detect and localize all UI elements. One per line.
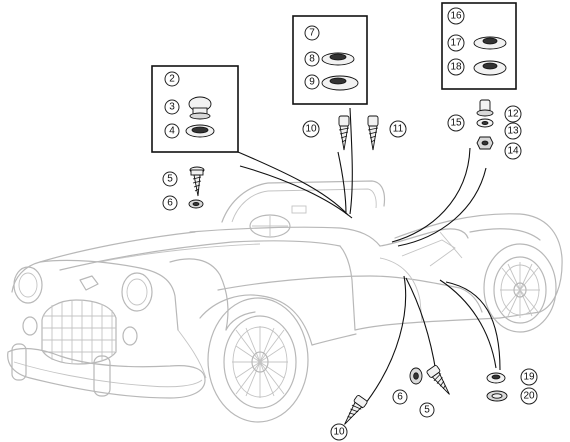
callout-12: 12 — [504, 105, 522, 123]
svg-text:13: 13 — [507, 126, 519, 137]
svg-text:16: 16 — [450, 11, 462, 22]
callout-18: 18 — [447, 58, 465, 76]
screw-part-11 — [367, 115, 379, 151]
callout-11: 11 — [389, 120, 407, 138]
parts-box-7-9 — [292, 15, 368, 105]
callout-8: 8 — [304, 51, 320, 67]
svg-text:10: 10 — [333, 427, 345, 438]
callout-6: 6 — [162, 195, 178, 211]
callout-5-bottom: 5 — [419, 402, 435, 418]
washer-part-6-bottom — [409, 367, 423, 385]
svg-text:4: 4 — [169, 126, 175, 137]
stud-assembly-12-15 — [476, 99, 494, 150]
svg-text:14: 14 — [507, 146, 519, 157]
svg-text:15: 15 — [450, 118, 462, 129]
screw-part-10-top — [338, 115, 350, 151]
car-outline — [7, 180, 563, 423]
svg-text:9: 9 — [309, 77, 315, 88]
svg-text:6: 6 — [167, 198, 173, 209]
callout-7: 7 — [304, 25, 320, 41]
callout-9: 9 — [304, 74, 320, 90]
callout-6-bottom: 6 — [392, 389, 408, 405]
screw-part-5 — [189, 166, 205, 197]
screw-part-10-bottom — [344, 395, 368, 425]
callout-3: 3 — [164, 99, 180, 115]
svg-text:5: 5 — [424, 405, 430, 416]
callout-2: 2 — [164, 71, 180, 87]
svg-text:10: 10 — [305, 124, 317, 135]
callout-17: 17 — [447, 34, 465, 52]
svg-text:5: 5 — [167, 174, 173, 185]
callout-5: 5 — [162, 171, 178, 187]
washer-part-6 — [188, 199, 204, 209]
svg-text:19: 19 — [523, 372, 535, 383]
svg-text:11: 11 — [393, 124, 404, 135]
callout-10-bottom: 10 — [330, 423, 348, 441]
callout-15: 15 — [447, 114, 465, 132]
svg-text:17: 17 — [450, 38, 462, 49]
callout-10-top: 10 — [302, 120, 320, 138]
callout-19: 19 — [520, 368, 538, 386]
leader-lines — [237, 107, 501, 409]
callout-16: 16 — [447, 7, 465, 25]
screw-part-5-bottom — [426, 365, 450, 395]
callout-20: 20 — [520, 387, 538, 405]
svg-text:12: 12 — [507, 109, 519, 120]
callout-13: 13 — [504, 122, 522, 140]
svg-text:8: 8 — [309, 54, 315, 65]
svg-text:20: 20 — [523, 391, 535, 402]
callout-14: 14 — [504, 142, 522, 160]
svg-text:7: 7 — [309, 28, 315, 39]
button-part-19 — [486, 372, 506, 384]
washer-part-20 — [486, 390, 508, 402]
svg-text:2: 2 — [169, 74, 175, 85]
callout-4: 4 — [164, 123, 180, 139]
svg-text:3: 3 — [169, 102, 175, 113]
svg-text:6: 6 — [397, 392, 403, 403]
svg-text:18: 18 — [450, 62, 462, 73]
